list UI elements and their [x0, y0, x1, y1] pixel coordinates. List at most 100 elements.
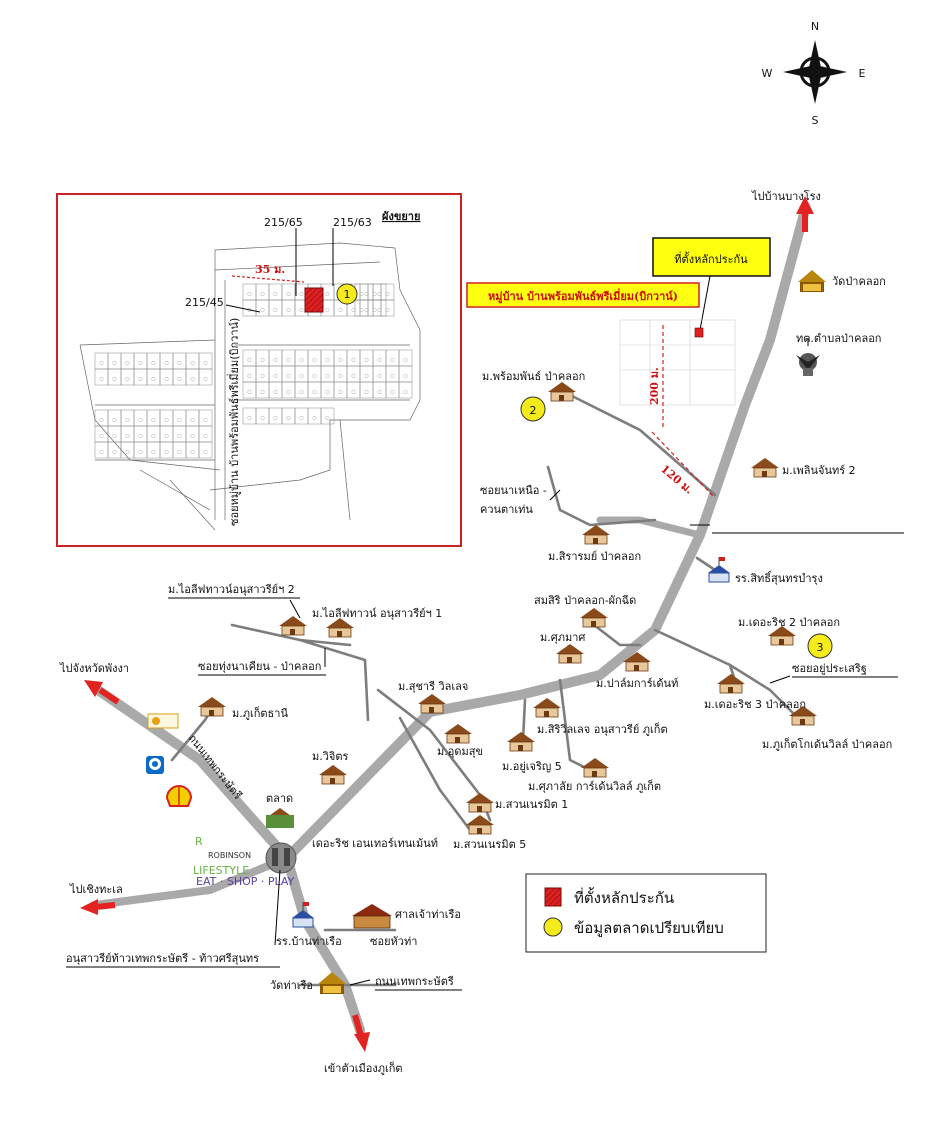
comparable-marker-2-label: 2 — [530, 404, 537, 417]
inset-marker-1-label: 1 — [344, 288, 351, 301]
label-khuan-ta-then: ควนตาเท่น — [480, 503, 533, 516]
main-road-south — [282, 853, 365, 1035]
inset-lot-mark — [286, 292, 291, 297]
south-arrow — [352, 1014, 370, 1052]
inset-lot-mark — [359, 292, 364, 297]
inset-lot-mark — [325, 374, 330, 379]
label-tambon-office: ทต.ตำบลป่าคลอก — [796, 332, 881, 345]
inset-lot-mark — [312, 374, 317, 379]
inset-lot-mark — [151, 418, 156, 423]
lifestyle-word: LIFESTYLE — [193, 864, 249, 877]
collateral-site-marker — [694, 327, 704, 338]
inset-lot-mark — [260, 358, 265, 363]
compass-north-label: N — [811, 20, 819, 33]
inset-collateral-plot — [304, 287, 324, 313]
robinson-lifestyle-logo: R ROBINSON LIFESTYLE EAT · SHOP · PLAY — [193, 835, 295, 888]
inset-lot-mark — [125, 450, 130, 455]
inset-lot-mark — [138, 361, 143, 366]
inset-lot-mark — [177, 377, 182, 382]
label-m-the-rich2: ม.เดอะริช 2 ป่าคลอก — [738, 616, 840, 629]
inset-lot-mark — [99, 361, 104, 366]
inset-lot-mark — [164, 434, 169, 439]
inset-lot-mark — [390, 390, 395, 395]
inset-lot-mark — [299, 292, 304, 297]
southwest-arrow — [80, 899, 116, 915]
inset-lot-mark — [203, 450, 208, 455]
house-sammsiri-icon — [579, 607, 609, 628]
inset-lot-mark — [377, 358, 382, 363]
inset-lot — [198, 441, 213, 459]
inset-lot-mark — [325, 390, 330, 395]
house-phlinchan-icon — [750, 457, 780, 478]
distance-label-120: 120 ม. — [658, 462, 695, 496]
shrine-icon — [352, 904, 392, 929]
label-m-siram: ม.สิรารมย์ ป่าคลอก — [548, 550, 641, 563]
inset-lot-mark — [377, 308, 382, 313]
inset-lot-mark — [99, 418, 104, 423]
inset-lot-mark — [151, 434, 156, 439]
inset-lot-mark — [273, 292, 278, 297]
inset-lot-mark — [164, 418, 169, 423]
inset-lot-mark — [125, 418, 130, 423]
house-suphamat-icon — [555, 643, 585, 664]
inset-lot-mark — [364, 358, 369, 363]
inset-lot-mark — [190, 434, 195, 439]
inset-lot-mark — [112, 418, 117, 423]
label-m-phlinchan: ม.เพลินจันทร์ 2 — [782, 464, 856, 477]
label-m-wichit: ม.วิจิตร — [312, 750, 349, 763]
inset-lot-mark — [312, 358, 317, 363]
wat-pa-khlok-icon — [798, 270, 826, 292]
leader-road-thep — [349, 979, 371, 986]
inset-lot-mark — [273, 390, 278, 395]
inset-lot-mark — [164, 377, 169, 382]
inset-lot — [398, 381, 413, 399]
inset-width-label: 35 ม. — [255, 263, 285, 276]
inset-lot — [320, 407, 335, 425]
inset-lot-mark — [372, 292, 377, 297]
comparable-marker-3-label: 3 — [817, 641, 824, 654]
label-the-rich-ent: เดอะริช เอนเทอร์เทนเม้นท์ — [312, 837, 438, 850]
inset-road-label: ซอยหมู่บ้าน บ้านพร้อมพันธ์พรีเมี่ยม(บิกว… — [226, 318, 241, 526]
collateral-leader — [699, 275, 711, 331]
inset-lot-mark — [286, 390, 291, 395]
inset-lot-mark — [403, 358, 408, 363]
legend-box — [525, 873, 767, 953]
road-na-nuea — [546, 465, 657, 527]
label-m-yucharoen: ม.อยู่เจริญ 5 — [502, 760, 562, 773]
label-wat-pa-khlok: วัดป่าคลอก — [832, 275, 886, 288]
inset-lot-mark — [286, 374, 291, 379]
road-lifetown — [230, 623, 370, 722]
inset-lot-mark — [364, 374, 369, 379]
label-shrine: ศาลเจ้าท่าเรือ — [395, 908, 461, 921]
inset-lot — [198, 368, 213, 386]
inset-lot-mark — [338, 390, 343, 395]
inset-lot-mark — [299, 416, 304, 421]
house-wichit-icon — [318, 764, 348, 785]
inset-lot-mark — [351, 358, 356, 363]
label-road-thepkrasattri: ถนนเทพกระษัตรี — [186, 732, 245, 802]
inset-lot-mark — [364, 390, 369, 395]
inset-lot-mark — [390, 358, 395, 363]
inset-lot-mark — [338, 358, 343, 363]
school-sit-icon — [707, 556, 731, 583]
label-soi-hua-tha: ซอยหัวท่า — [370, 935, 417, 948]
inset-lot-mark — [151, 450, 156, 455]
inset-lot-mark — [385, 292, 390, 297]
lifestyle-sub: ROBINSON — [208, 851, 251, 860]
inset-lot-mark — [351, 308, 356, 313]
inset-lot-mark — [177, 418, 182, 423]
inset-lot-mark — [138, 434, 143, 439]
dir-south-label: เข้าตัวเมืองภูเก็ต — [324, 1061, 403, 1075]
inset-lot-mark — [177, 434, 182, 439]
dir-north-label: ไปบ้านบางโรง — [751, 189, 821, 203]
legend-comparable-swatch — [543, 917, 563, 937]
garuda-emblem-icon — [796, 353, 820, 376]
inset-lot-mark — [203, 361, 208, 366]
inset-lot-mark — [99, 450, 104, 455]
label-m-suan-nirmit1: ม.สวนเนรมิต 1 — [495, 798, 568, 811]
distance-label-200: 200 ม. — [648, 367, 661, 405]
compass-east-label: E — [859, 67, 866, 80]
inset-lot-mark — [325, 292, 330, 297]
comparable-marker-2 — [520, 396, 546, 422]
